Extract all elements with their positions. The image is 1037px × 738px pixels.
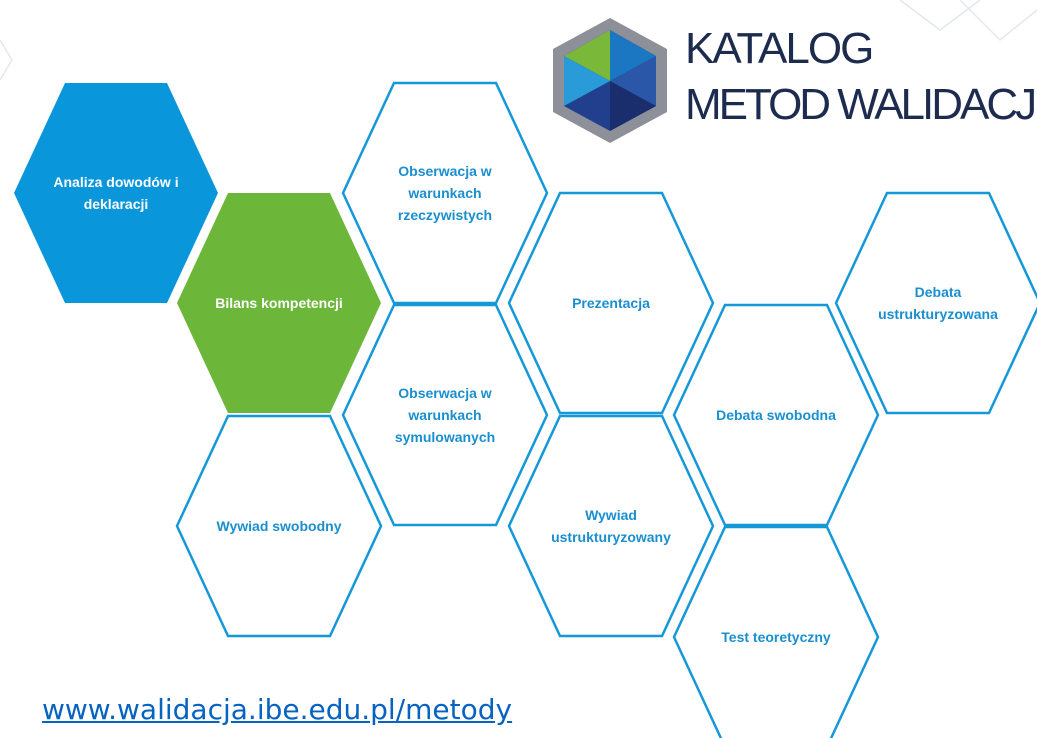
hexagon-shape <box>175 414 383 638</box>
hexagon-shape <box>14 83 218 303</box>
hexagon-shape <box>834 191 1037 415</box>
hexagon-debata-ustr[interactable]: Debata ustrukturyzowana <box>834 191 1037 415</box>
hexagon-label: Analiza dowodów i <box>53 174 178 190</box>
hexagon-prezentacja[interactable]: Prezentacja <box>507 191 715 415</box>
hexagon-label: ustrukturyzowany <box>551 529 671 545</box>
logo-icon <box>553 18 667 143</box>
hexagon-shape <box>507 191 715 415</box>
hexagon-label: ustrukturyzowana <box>878 306 998 322</box>
hexagon-obs-sym[interactable]: Obserwacja w warunkach symulowanych <box>341 303 549 527</box>
hexagon-label: deklaracji <box>84 196 149 212</box>
hexagon-obs-rzecz[interactable]: Obserwacja w warunkach rzeczywistych <box>341 81 549 305</box>
hexagon-bilans[interactable]: Bilans kompetencji <box>177 193 381 413</box>
hexagon-label: symulowanych <box>395 429 495 445</box>
hexagon-test[interactable]: Test teoretyczny <box>672 525 880 738</box>
website-link[interactable]: www.walidacja.ibe.edu.pl/metody <box>42 693 513 726</box>
logo-title-line2: METOD WALIDACJI <box>685 80 1037 129</box>
hexagon-label: Wywiad swobodny <box>217 518 342 534</box>
hexagon-label: warunkach <box>407 185 481 201</box>
hexagon-wywiad-swob[interactable]: Wywiad swobodny <box>175 414 383 638</box>
hexagon-wywiad-ustr[interactable]: Wywiad ustrukturyzowany <box>507 414 715 638</box>
hexagon-shape <box>672 525 880 738</box>
hexagon-label: Obserwacja w <box>398 385 491 401</box>
hexagon-shape <box>177 193 381 413</box>
hexagon-analiza[interactable]: Analiza dowodów i deklaracji <box>14 83 218 303</box>
hexagon-label: Prezentacja <box>572 295 650 311</box>
hexagon-label: Obserwacja w <box>398 163 491 179</box>
hexagon-shape <box>341 303 549 527</box>
hexagon-label: rzeczywistych <box>398 207 492 223</box>
hexagon-label: Bilans kompetencji <box>215 295 343 311</box>
hexagon-label: Debata swobodna <box>716 407 836 423</box>
hexagon-label: Debata <box>915 284 962 300</box>
hexagon-label: Test teoretyczny <box>721 629 831 645</box>
hexagon-debata-swob[interactable]: Debata swobodna <box>672 303 880 527</box>
hexagon-label: Wywiad <box>585 507 637 523</box>
hexagon-shape <box>672 303 880 527</box>
logo-title-line1: KATALOG <box>685 24 872 73</box>
hexagon-shape <box>341 81 549 305</box>
hexagon-label: warunkach <box>407 407 481 423</box>
hexagon-shape <box>507 414 715 638</box>
background-decoration <box>0 0 1037 81</box>
